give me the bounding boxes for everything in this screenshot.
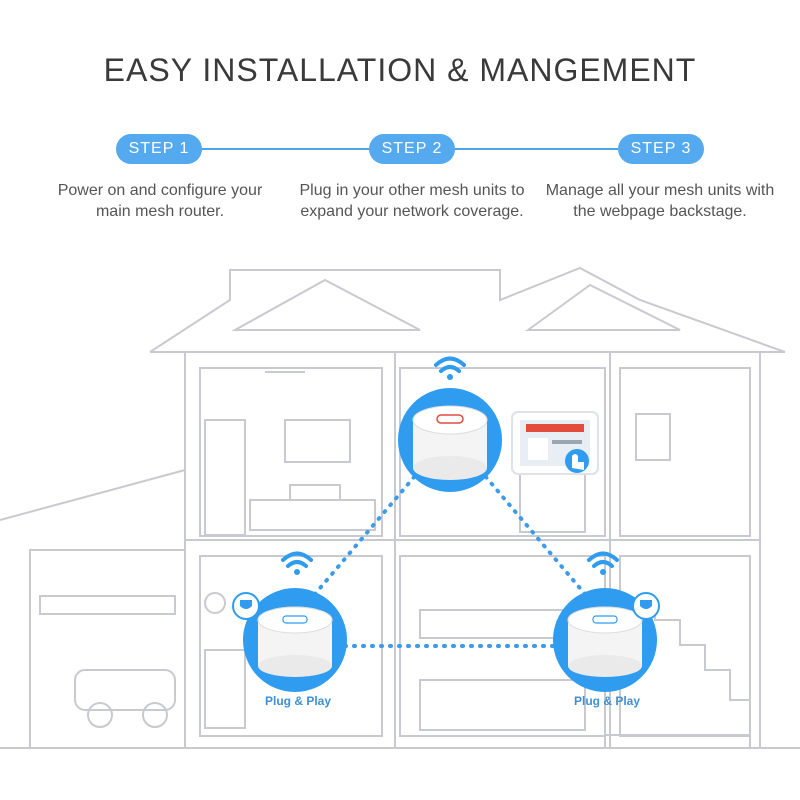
page-title: EASY INSTALLATION & MANGEMENT	[103, 52, 697, 88]
wardrobe	[204, 419, 246, 536]
plug-and-play-label-right: Plug & Play	[574, 694, 641, 708]
car	[74, 669, 176, 711]
framed-picture	[284, 419, 351, 463]
wifi-icon	[587, 551, 619, 575]
step-3-pill: STEP 3	[618, 134, 704, 164]
step-3-description: Manage all your mesh units with the webp…	[545, 182, 775, 220]
window	[635, 413, 671, 461]
plug-icon	[632, 592, 660, 620]
step-2-description: Plug in your other mesh units to expand …	[299, 182, 525, 220]
wifi-icon	[281, 551, 313, 575]
wifi-icon	[434, 356, 466, 380]
left-gable	[231, 278, 421, 331]
roof-outline	[149, 266, 786, 353]
router-main	[398, 388, 502, 492]
garage	[29, 549, 186, 749]
link-top-left	[308, 468, 422, 602]
link-top-right	[478, 468, 592, 602]
garage-roof	[0, 469, 186, 521]
step-1-description: Power on and configure your main mesh ro…	[57, 182, 263, 220]
router-left	[243, 588, 347, 692]
tablet-touch-icon	[511, 411, 599, 475]
step-2-pill: STEP 2	[369, 134, 455, 164]
right-gable	[524, 283, 681, 331]
router-right	[553, 588, 657, 692]
bed	[249, 499, 376, 531]
plug-icon	[232, 592, 260, 620]
step-1-pill: STEP 1	[116, 134, 202, 164]
plug-and-play-label-left: Plug & Play	[265, 694, 332, 708]
